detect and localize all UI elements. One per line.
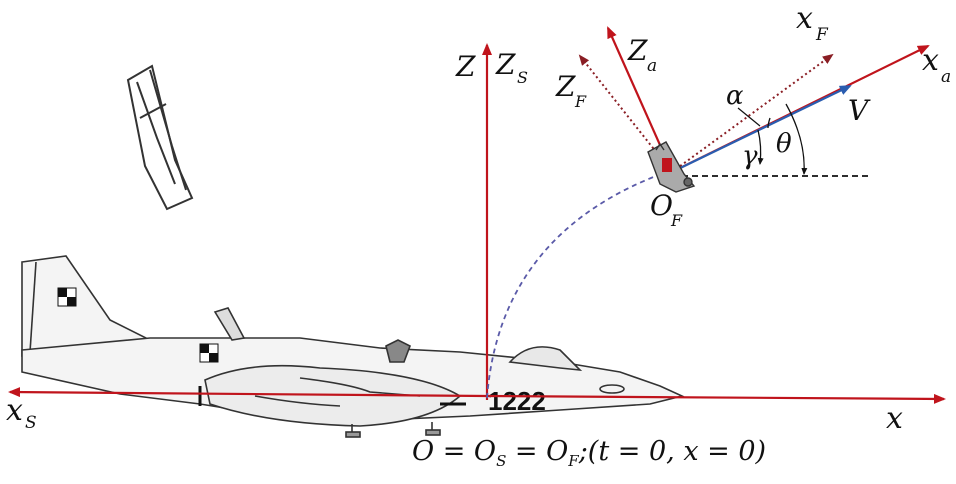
zf-label: Z (555, 70, 576, 103)
checker-marking-fuselage (199, 343, 219, 363)
xa-label: x (922, 43, 939, 78)
velocity-label: V (848, 94, 871, 127)
origin-eq-part1: O = O (412, 436, 496, 467)
za-label: Z (627, 34, 648, 67)
xf-axis-arrow (671, 53, 834, 173)
z-label: Z (455, 50, 476, 83)
seat-icon (647, 141, 696, 193)
origin-eq-sub1: S (496, 452, 506, 470)
x-axis-arrow (485, 393, 946, 404)
xf-label-sub: F (815, 25, 829, 45)
of-label: O (650, 189, 673, 222)
xs-label: x (6, 393, 23, 428)
alpha-arc (767, 117, 771, 129)
origin-eq-sub2: F (567, 452, 579, 470)
zs-label: Z (495, 48, 516, 81)
za-label-sub: a (647, 56, 657, 76)
origin-equation: O = OS = OF;(t = 0, x = 0) (412, 436, 766, 470)
alpha-label: α (726, 81, 744, 111)
theta-label: θ (776, 129, 792, 159)
zs-label-sub: S (517, 68, 528, 87)
of-label-sub: F (670, 211, 683, 230)
checker-marking-tail (57, 287, 77, 307)
aircraft-icon (21, 255, 685, 438)
canopy-icon (126, 64, 194, 211)
alpha-leader (737, 107, 761, 127)
xs-label-sub: S (25, 413, 37, 433)
velocity-vector (671, 85, 852, 173)
tail-number: 1222 (488, 386, 546, 416)
origin-eq-part2: = O (506, 436, 568, 467)
x-axis-label: x (886, 401, 903, 436)
xa-label-sub: a (941, 67, 951, 87)
gamma-arc (757, 129, 764, 165)
xf-label: x (796, 1, 813, 36)
gamma-label: γ (742, 141, 758, 171)
origin-eq-part3: ;(t = 0, x = 0) (578, 436, 766, 467)
theta-arc (785, 103, 808, 175)
xs-axis-arrow (8, 387, 487, 398)
zf-label-sub: F (574, 92, 587, 111)
